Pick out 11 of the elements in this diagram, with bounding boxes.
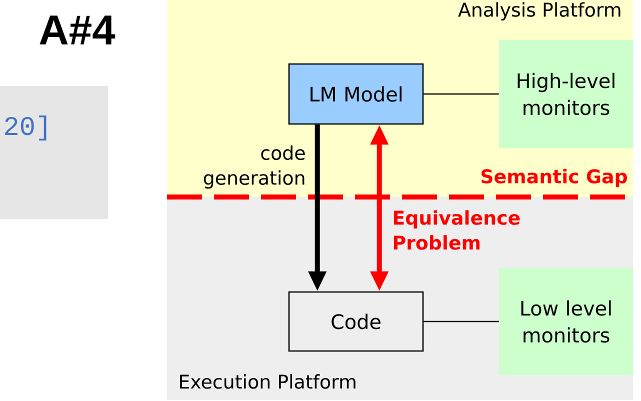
code-box: Code: [288, 291, 424, 352]
gap-label: Semantic Gap: [482, 168, 627, 188]
connector-line: [424, 93, 499, 95]
edge-label: Equivalence Problem: [394, 210, 520, 250]
citation-panel: 20]: [0, 86, 108, 219]
connector-line: [424, 320, 499, 322]
edge-label: code generation: [204, 145, 305, 189]
monitor-box: Low level monitors: [499, 268, 634, 375]
model-box: LM Model: [288, 63, 424, 125]
slide-number: A#4: [40, 16, 116, 44]
monitor-box: High-level monitors: [499, 40, 634, 148]
